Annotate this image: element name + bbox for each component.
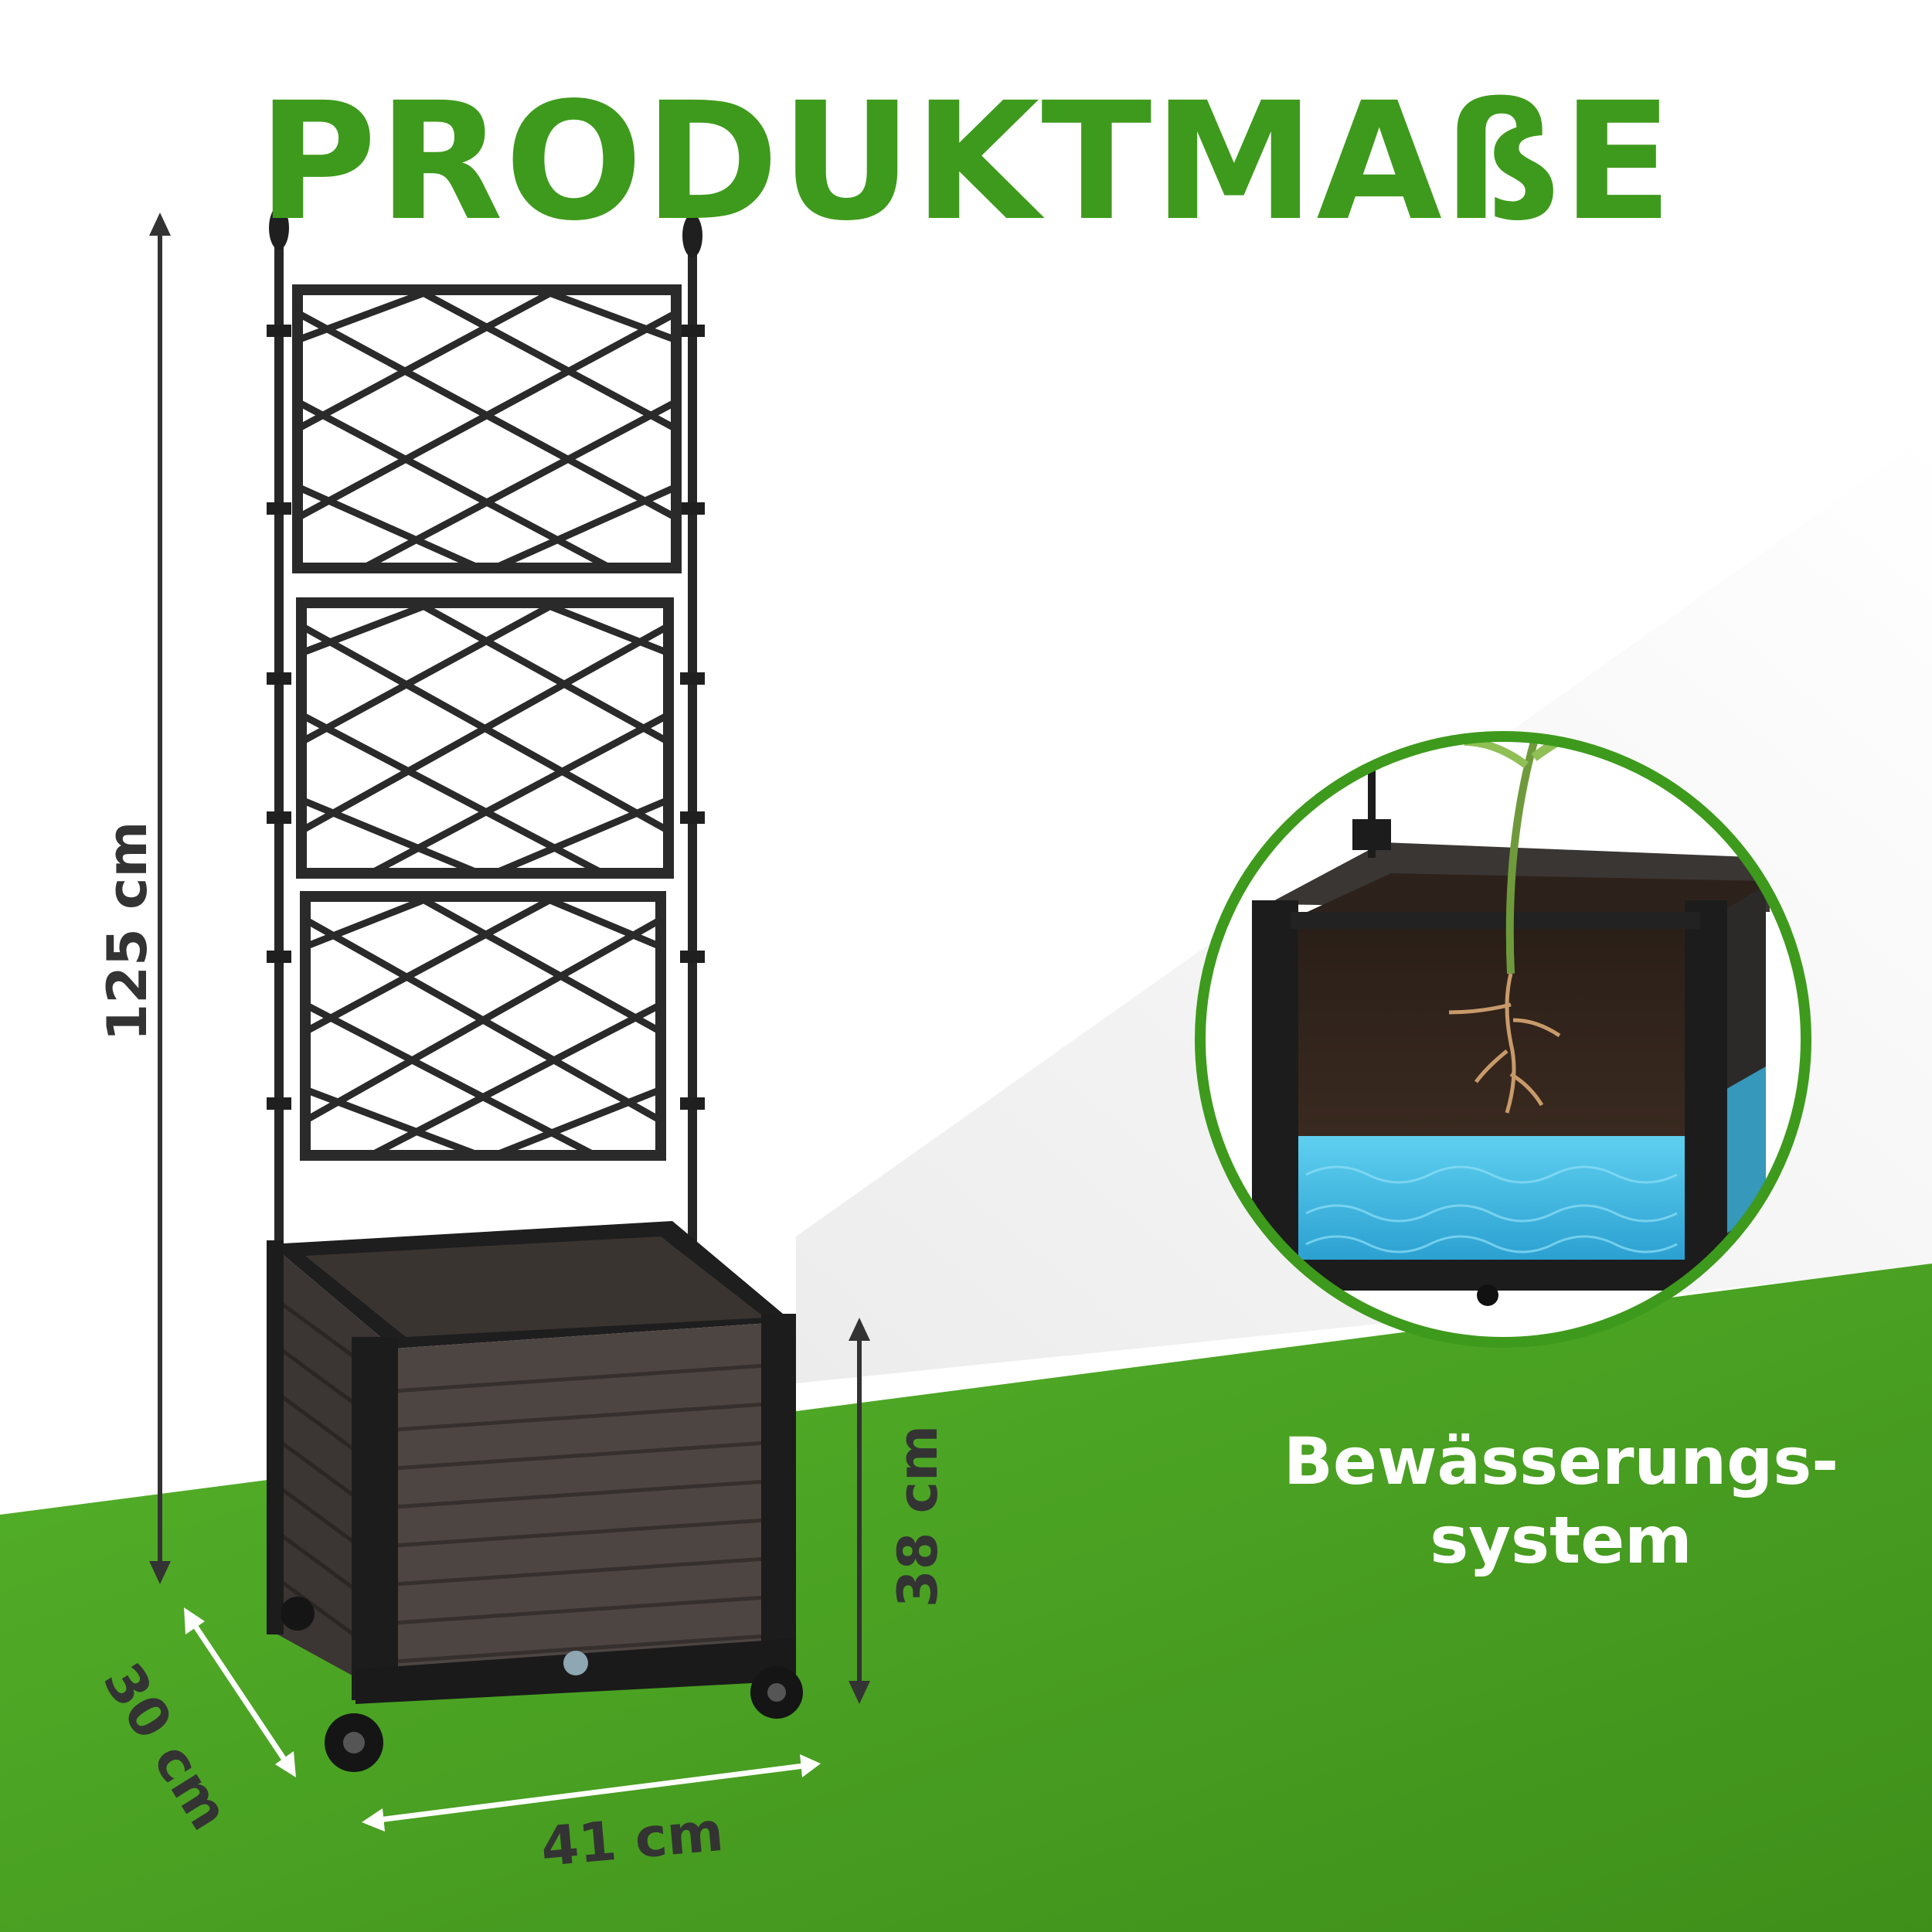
page-title: PRODUKTMAßE <box>257 67 1675 257</box>
planter-illustration <box>267 206 803 1772</box>
dimension-width-label: 41 cm <box>538 1799 726 1879</box>
dimension-height-total-label: 125 cm <box>96 821 159 1042</box>
irrigation-detail-circle <box>1195 731 1811 1348</box>
feature-label-line2: system <box>1430 1502 1692 1579</box>
feature-label-line1: Bewässerungs- <box>1283 1423 1839 1499</box>
green-ground <box>0 1264 1932 1932</box>
feature-label: Bewässerungs- system <box>1206 1422 1917 1580</box>
dimension-height-box-label: 38 cm <box>886 1424 950 1608</box>
dimension-arrows <box>149 213 870 1832</box>
